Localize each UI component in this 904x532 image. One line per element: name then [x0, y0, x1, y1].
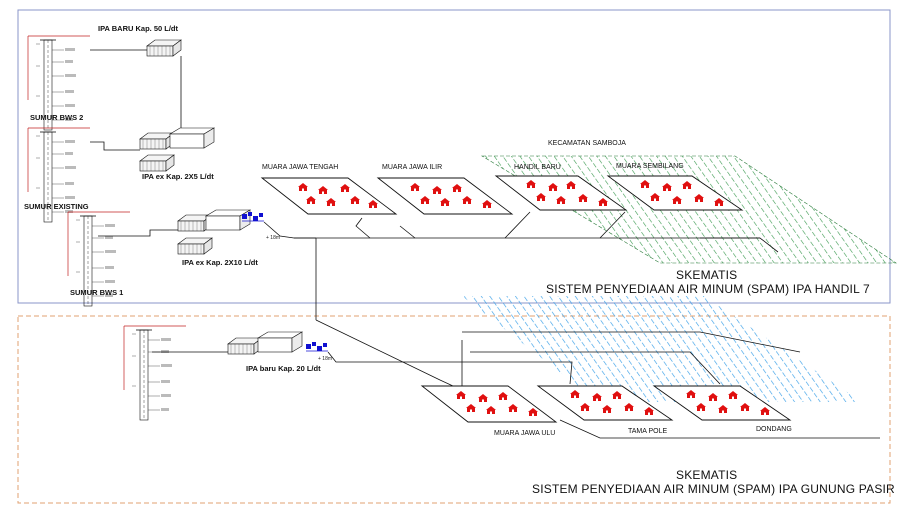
zone-muara-jawa-ulu-label: MUARA JAWA ULU — [494, 430, 556, 437]
zone-handil-baru-label: HANDIL BARU — [514, 164, 561, 171]
well-bws1-label: SUMUR BWS 1 — [70, 288, 124, 297]
handil-reservoir-1 — [169, 127, 215, 149]
zone-tama-pole — [536, 385, 674, 421]
well-existing-label: SUMUR EXISTING — [24, 202, 89, 211]
gp-ipa-baru-label: IPA baru Kap. 20 L/dt — [246, 364, 321, 373]
zone-muara-jawa-ilir-label: MUARA JAWA ILIR — [382, 164, 443, 171]
handil-title-line1: SKEMATIS — [676, 268, 738, 282]
gp-elevation-label: + 18m — [318, 356, 333, 362]
well-bws2-label: SUMUR BWS 2 — [30, 113, 84, 122]
gunung-pasir-frame — [17, 315, 891, 504]
ipa-ex-large-tank-2 — [177, 237, 213, 255]
zone-muara-jawa-ulu — [420, 385, 558, 423]
handil-pipes — [90, 49, 779, 320]
zone-muara-sembilang-label: MUARA SEMBILANG — [616, 163, 684, 170]
zone-muara-sembilang — [606, 175, 744, 211]
ipa-baru-tank — [146, 39, 182, 57]
zone-handil-baru — [494, 175, 628, 211]
handil-title-line2: SISTEM PENYEDIAAN AIR MINUM (SPAM) IPA H… — [546, 282, 870, 296]
gp-pumps — [305, 341, 329, 352]
gp-ipa-tank — [227, 337, 263, 355]
zone-muara-jawa-tengah — [260, 177, 398, 215]
zone-tama-pole-label: TAMA POLE — [628, 428, 668, 435]
zone-dondang — [652, 385, 792, 421]
handil-reservoir-2 — [205, 209, 251, 231]
ipa-ex-small-tank-1 — [139, 132, 175, 150]
handil-elevation-label: + 18m — [266, 235, 281, 241]
gp-title-line2: SISTEM PENYEDIAAN AIR MINUM (SPAM) IPA G… — [532, 482, 895, 496]
zone-muara-jawa-tengah-label: MUARA JAWA TENGAH — [262, 164, 339, 171]
gunung-pasir-hatch-area — [462, 296, 862, 402]
ipa-ex-small-label: IPA ex Kap. 2X5 L/dt — [142, 172, 214, 181]
ipa-baru-label: IPA BARU Kap. 50 L/dt — [98, 24, 179, 33]
kecamatan-samboja-label: KECAMATAN SAMBOJA — [548, 140, 626, 147]
well-gunung-pasir — [123, 325, 187, 421]
gp-pipes — [152, 319, 880, 439]
handil-frame — [17, 9, 891, 304]
ipa-ex-small-tank-2 — [139, 154, 175, 172]
ipa-ex-large-label: IPA ex Kap. 2X10 L/dt — [182, 258, 258, 267]
zone-muara-jawa-ilir — [376, 177, 514, 215]
gp-reservoir — [257, 331, 303, 353]
gp-title-line1: SKEMATIS — [676, 468, 738, 482]
zone-dondang-label: DONDANG — [756, 426, 792, 433]
